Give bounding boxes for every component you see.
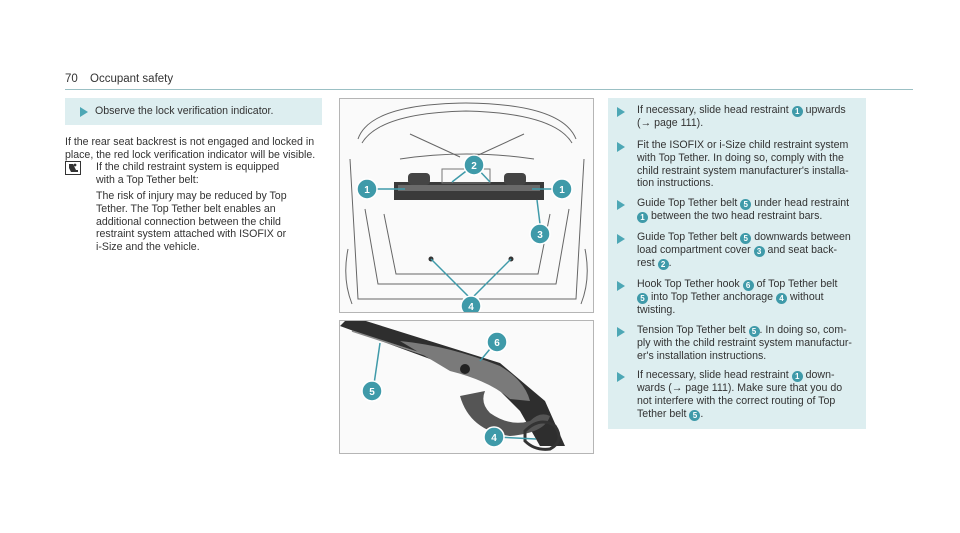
- trunk-drawing: 1 2 1 3 4: [340, 99, 593, 312]
- step-text: between the two head restraint bars.: [650, 210, 823, 222]
- warning-title-line-2: with a Top Tether belt:: [96, 173, 199, 186]
- tether-drawing: 6 5 4: [340, 321, 593, 453]
- step-text: If necessary, slide head restraint: [637, 104, 789, 116]
- step-text: into Top Tether anchorage: [650, 291, 774, 303]
- step-text: load compartment cover: [637, 244, 751, 256]
- callout-badge: 5: [740, 233, 752, 244]
- step-text: down-: [805, 369, 835, 381]
- step-text: ply with the child restraint system manu…: [637, 337, 852, 349]
- warning-title-line-1: If the child restraint system is equippe…: [96, 161, 280, 174]
- bullet-arrow-icon: [80, 107, 88, 117]
- step-text: without: [789, 291, 824, 303]
- step-text: Guide Top Tether belt: [637, 197, 738, 209]
- callout-2: 2: [471, 161, 477, 172]
- bullet-arrow-icon: [617, 107, 625, 117]
- callout-3: 3: [537, 230, 543, 241]
- step-text: and seat back-: [767, 244, 838, 256]
- step-text: Tension Top Tether belt: [637, 324, 746, 336]
- bullet-arrow-icon: [617, 200, 625, 210]
- callout-badge: 5: [689, 409, 701, 421]
- warning-text-line-1: The risk of injury may be reduced by Top: [96, 190, 287, 203]
- callout-badge: 1: [637, 212, 648, 223]
- step-text: wards (→ page 111). Make sure that you d…: [637, 382, 843, 394]
- page-number: 70: [65, 73, 78, 85]
- bullet-arrow-icon: [617, 327, 625, 337]
- step-text: Hook Top Tether hook: [637, 278, 740, 290]
- bullet-arrow-icon: [617, 281, 625, 291]
- step-text: (→ page 111).: [637, 117, 704, 129]
- step-text: under head restraint: [754, 197, 850, 209]
- warning-block: If the child restraint system is equippe…: [65, 161, 327, 253]
- bullet-arrow-icon: [617, 372, 625, 382]
- step-text: er's installation instructions.: [637, 349, 767, 362]
- step-text: rest: [637, 257, 655, 269]
- child-seat-warning-icon: [65, 161, 81, 176]
- callout-badge: 1: [791, 371, 803, 382]
- step-text: of Top Tether belt: [756, 278, 838, 290]
- step-text: .: [700, 407, 704, 420]
- step-text: with Top Tether. In doing so, comply wit…: [637, 151, 844, 164]
- instructions-panel: If necessary, slide head restraint 1 upw…: [608, 98, 866, 429]
- step-text: not interfere with the correct routing o…: [637, 394, 836, 407]
- left-column: If the rear seat backrest is not engaged…: [65, 136, 327, 253]
- step-text: Fit the ISOFIX or i-Size child restraint…: [637, 139, 849, 151]
- callout-badge: 6: [742, 280, 754, 291]
- warning-text-line-5: i-Size and the vehicle.: [96, 240, 200, 253]
- step-text: child restraint system manufacturer's in…: [637, 164, 849, 177]
- step-text: If necessary, slide head restraint: [637, 369, 789, 381]
- warning-text-line-2: Tether. The Top Tether belt enables an: [96, 202, 276, 215]
- callout-6: 6: [494, 338, 500, 349]
- header-divider: [65, 89, 913, 90]
- note-text: Observe the lock verification indicator.: [95, 105, 274, 117]
- tether-hook-illustration: 6 5 4: [339, 320, 594, 454]
- step-text: upwards: [805, 104, 846, 116]
- trunk-illustration: 1 2 1 3 4: [339, 98, 594, 313]
- step-text: Tether belt: [637, 407, 687, 420]
- callout-4-hook: 4: [491, 433, 497, 444]
- step-text: twisting.: [637, 304, 676, 316]
- callout-badge: 3: [753, 246, 765, 257]
- section-title: Occupant safety: [90, 73, 174, 85]
- warning-text-line-3: additional connection between the child: [96, 215, 281, 228]
- callout-badge: 1: [791, 106, 803, 117]
- callout-5: 5: [369, 387, 375, 398]
- step-text: Guide Top Tether belt: [637, 231, 738, 243]
- callout-4: 4: [468, 302, 474, 312]
- warning-text-line-4: restraint system attached with ISOFIX or: [96, 228, 287, 241]
- step-text: .: [668, 257, 672, 269]
- callout-badge: 5: [637, 293, 648, 304]
- page-header: 70 Occupant safety: [65, 73, 173, 85]
- note-box: Observe the lock verification indicator.: [65, 98, 322, 125]
- callout-badge: 5: [740, 199, 752, 210]
- callout-badge: 2: [657, 259, 669, 270]
- step-text: downwards between: [754, 231, 851, 243]
- callout-1-left: 1: [364, 185, 370, 196]
- callout-badge: 4: [776, 293, 788, 304]
- callout-1-right: 1: [559, 185, 565, 196]
- bullet-arrow-icon: [617, 234, 625, 244]
- lock-indicator-paragraph: If the rear seat backrest is not engaged…: [65, 136, 316, 161]
- callout-badge: 5: [748, 326, 760, 337]
- step-text: . In doing so, com-: [759, 324, 847, 336]
- step-text: tion instructions.: [637, 177, 714, 190]
- bullet-arrow-icon: [617, 142, 625, 152]
